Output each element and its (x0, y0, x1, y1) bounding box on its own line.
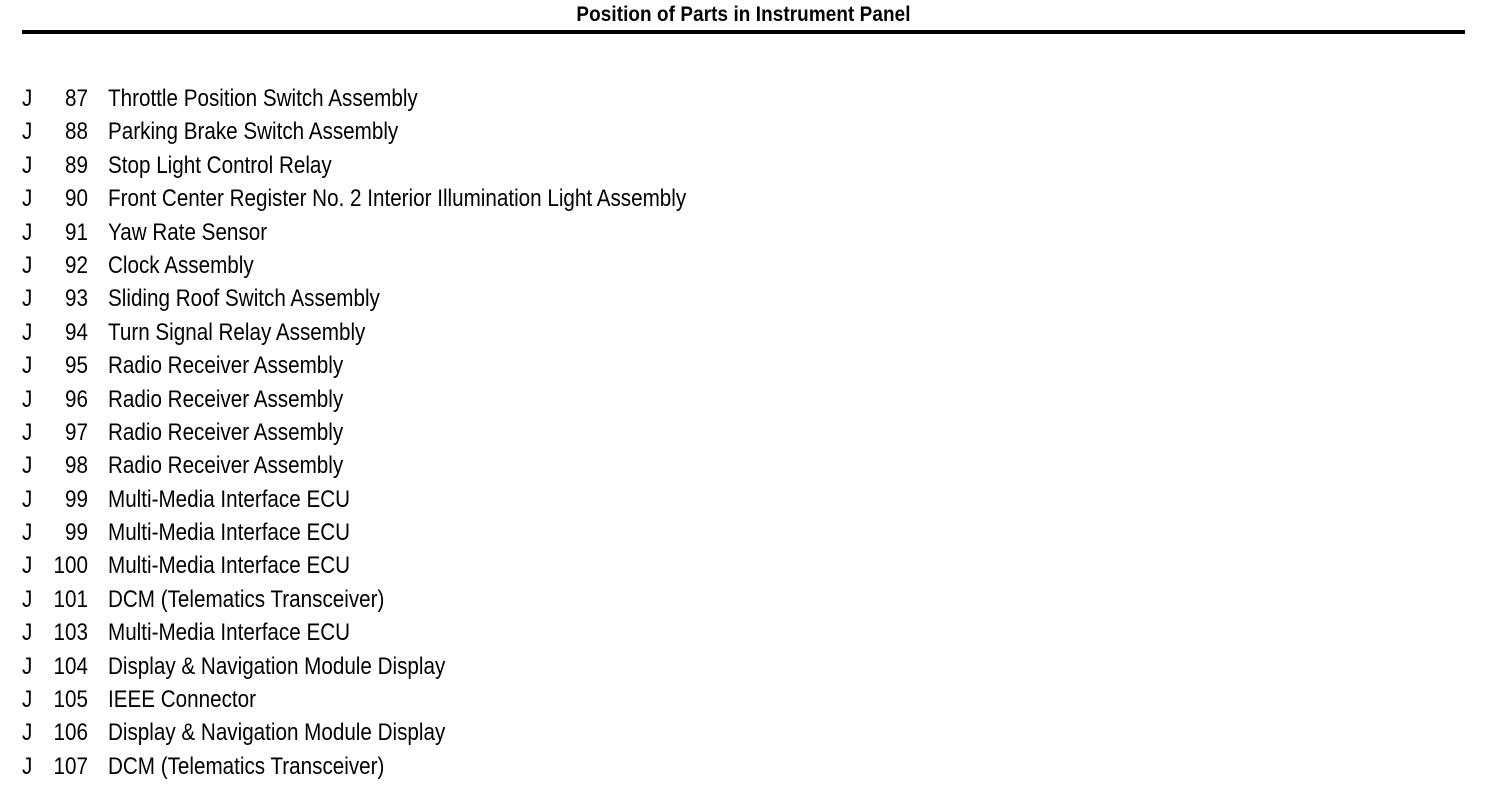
part-prefix: J (22, 452, 33, 480)
page-header: Position of Parts in Instrument Panel (0, 0, 1504, 36)
part-prefix: J (22, 652, 33, 680)
part-name: Turn Signal Relay Assembly (108, 318, 366, 346)
part-number: 92 (65, 251, 88, 279)
part-number: 99 (65, 519, 88, 547)
part-name: Parking Brake Switch Assembly (108, 118, 399, 146)
part-row: J 97 Radio Receiver Assembly (0, 418, 1504, 451)
part-name: Display & Navigation Module Display (108, 719, 446, 747)
part-number: 105 (53, 686, 88, 714)
part-number: 97 (65, 418, 88, 446)
part-number: 100 (53, 552, 88, 580)
part-name: DCM (Telematics Transceiver) (108, 752, 385, 780)
part-number: 104 (53, 652, 88, 680)
part-prefix: J (22, 285, 33, 313)
part-row: J 88 Parking Brake Switch Assembly (0, 117, 1504, 150)
part-name: Display & Navigation Module Display (108, 652, 446, 680)
part-number: 91 (65, 218, 88, 246)
part-prefix: J (22, 318, 33, 346)
part-name: Radio Receiver Assembly (108, 418, 344, 446)
part-row: J 92 Clock Assembly (0, 251, 1504, 284)
part-prefix: J (22, 519, 33, 547)
part-row: J 103 Multi-Media Interface ECU (0, 618, 1504, 651)
part-prefix: J (22, 385, 33, 413)
part-number: 96 (65, 385, 88, 413)
part-prefix: J (22, 552, 33, 580)
part-number: 99 (65, 485, 88, 513)
part-name: Yaw Rate Sensor (108, 218, 268, 246)
part-number: 87 (65, 85, 88, 112)
part-row: J 106 Display & Navigation Module Display (0, 718, 1504, 751)
part-prefix: J (22, 485, 33, 513)
part-row: J 93 Sliding Roof Switch Assembly (0, 284, 1504, 317)
part-name: Multi-Media Interface ECU (108, 485, 351, 513)
part-name: Throttle Position Switch Assembly (108, 85, 418, 112)
part-prefix: J (22, 185, 33, 213)
part-prefix: J (22, 418, 33, 446)
part-row: J 91 Yaw Rate Sensor (0, 218, 1504, 251)
part-name: Clock Assembly (108, 251, 254, 279)
part-name: Multi-Media Interface ECU (108, 519, 351, 547)
part-prefix: J (22, 151, 33, 179)
part-name: Multi-Media Interface ECU (108, 552, 351, 580)
part-number: 88 (65, 118, 88, 146)
part-row: J 95 Radio Receiver Assembly (0, 351, 1504, 384)
part-prefix: J (22, 251, 33, 279)
part-number: 89 (65, 151, 88, 179)
part-row: J 98 Radio Receiver Assembly (0, 451, 1504, 484)
part-name: Stop Light Control Relay (108, 151, 332, 179)
part-number: 106 (53, 719, 88, 747)
part-name: IEEE Connector (108, 686, 257, 714)
part-prefix: J (22, 118, 33, 146)
part-prefix: J (22, 218, 33, 246)
part-prefix: J (22, 85, 33, 112)
part-number: 94 (65, 318, 88, 346)
part-row: J 100 Multi-Media Interface ECU (0, 551, 1504, 584)
part-row: J 89 Stop Light Control Relay (0, 151, 1504, 184)
part-name: Sliding Roof Switch Assembly (108, 285, 380, 313)
part-row: J 107 DCM (Telematics Transceiver) (0, 752, 1504, 785)
part-name: DCM (Telematics Transceiver) (108, 585, 385, 613)
part-number: 103 (53, 619, 88, 647)
part-row: J 94 Turn Signal Relay Assembly (0, 318, 1504, 351)
part-name: Radio Receiver Assembly (108, 452, 344, 480)
part-row: J 87 Throttle Position Switch Assembly (0, 84, 1504, 117)
part-number: 95 (65, 352, 88, 380)
part-row: J 99 Multi-Media Interface ECU (0, 485, 1504, 518)
part-prefix: J (22, 585, 33, 613)
part-prefix: J (22, 719, 33, 747)
part-number: 101 (53, 585, 88, 613)
page-title: Position of Parts in Instrument Panel (576, 3, 911, 26)
part-number: 98 (65, 452, 88, 480)
part-row: J 96 Radio Receiver Assembly (0, 385, 1504, 418)
part-row: J 90 Front Center Register No. 2 Interior … (0, 184, 1504, 217)
part-prefix: J (22, 686, 33, 714)
part-row: J 99 Multi-Media Interface ECU (0, 518, 1504, 551)
part-row: J 101 DCM (Telematics Transceiver) (0, 585, 1504, 618)
part-row: J 104 Display & Navigation Module Display (0, 652, 1504, 685)
part-prefix: J (22, 619, 33, 647)
part-number: 107 (53, 752, 88, 780)
part-row: J 105 IEEE Connector (0, 685, 1504, 718)
part-name: Radio Receiver Assembly (108, 385, 344, 413)
part-prefix: J (22, 352, 33, 380)
part-name: Radio Receiver Assembly (108, 352, 344, 380)
part-number: 93 (65, 285, 88, 313)
header-divider-rule (22, 30, 1465, 34)
part-name: Multi-Media Interface ECU (108, 619, 351, 647)
part-number: 90 (65, 185, 88, 213)
part-prefix: J (22, 752, 33, 780)
part-name: Front Center Register No. 2 Interior Ill… (108, 185, 687, 213)
